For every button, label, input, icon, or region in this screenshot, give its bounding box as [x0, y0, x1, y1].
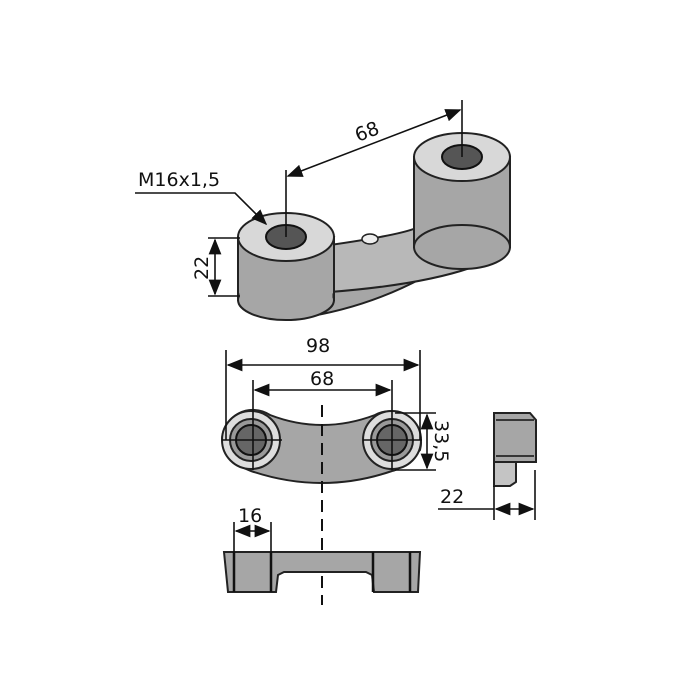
dim-line-iso-spacing [286, 109, 462, 177]
dim-overall-length: 98 [306, 335, 330, 357]
isometric-view: 68 M16x1,5 22 [135, 100, 512, 321]
dim-boss-width: 16 [238, 505, 262, 527]
pin [361, 233, 379, 245]
dim-iso-height: 22 [191, 256, 213, 280]
dim-hole-spacing: 68 [310, 368, 334, 390]
dim-thread: M16x1,5 [138, 169, 220, 191]
thread-leader [135, 192, 268, 226]
front-view: 98 68 33,5 [220, 335, 452, 605]
bottom-view: 16 [222, 505, 422, 593]
dim-width: 33,5 [430, 420, 452, 462]
dim-side-thickness: 22 [440, 486, 464, 508]
right-boss-bottom [413, 224, 511, 270]
side-view: 22 [438, 412, 537, 520]
